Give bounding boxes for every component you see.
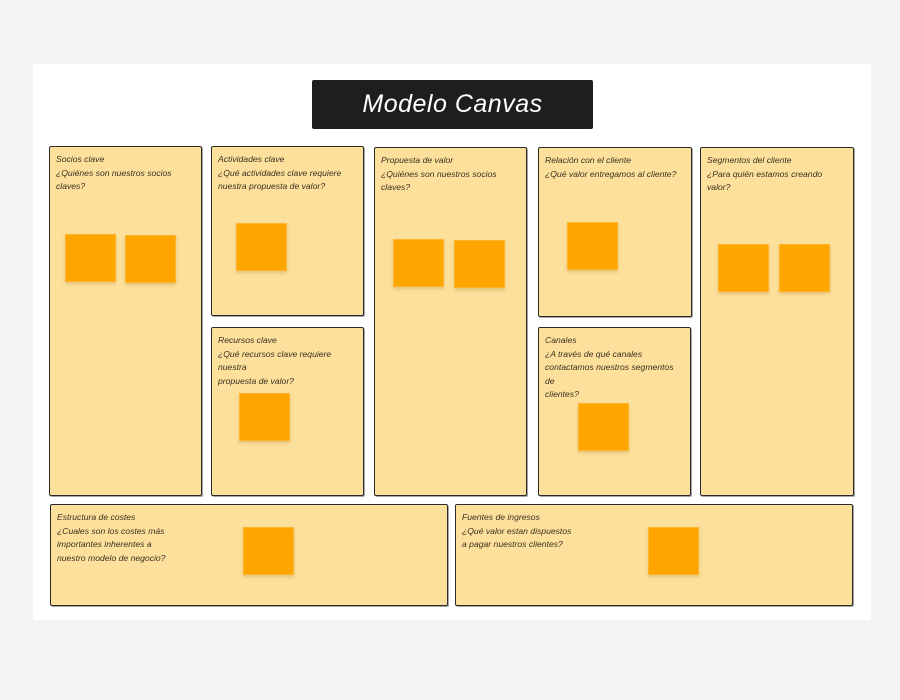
panel-question: ¿Qué actividades clave requiere nuestra … (218, 167, 342, 192)
panel-title: Fuentes de ingresos (462, 512, 540, 522)
panel-question: ¿Cuales son los costes más importantes i… (57, 525, 166, 563)
sticky-note-costes-1[interactable] (243, 527, 294, 575)
panel-question: ¿Quiénes son nuestros socios claves? (381, 168, 497, 193)
sticky-note-relacion-1[interactable] (567, 222, 618, 270)
sticky-note-canales-1[interactable] (578, 403, 629, 451)
sticky-note-propuesta-2[interactable] (454, 240, 505, 288)
sticky-note-ingresos-1[interactable] (648, 527, 699, 575)
panel-question: ¿Qué valor estan dispuestos a pagar nues… (462, 525, 572, 550)
panel-question: ¿Qué recursos clave requiere nuestra pro… (218, 348, 332, 386)
panel-propuesta-de-valor[interactable]: Propuesta de valor ¿Quiénes son nuestros… (374, 147, 527, 496)
sticky-note-socios-1[interactable] (65, 234, 116, 282)
panel-socios-clave[interactable]: Socios clave ¿Quiénes son nuestros socio… (49, 146, 202, 496)
panel-title: Socios clave (56, 154, 105, 164)
canvas-title-box[interactable]: Modelo Canvas (312, 80, 593, 129)
canvas-title: Modelo Canvas (362, 90, 543, 118)
sticky-note-recursos-1[interactable] (239, 393, 290, 441)
sticky-note-segmentos-2[interactable] (779, 244, 830, 292)
panel-question: ¿Quiénes son nuestros socios claves? (56, 167, 172, 192)
panel-title: Relación con el cliente (545, 155, 631, 165)
panel-title: Actividades clave (218, 154, 285, 164)
panel-title: Recursos clave (218, 335, 277, 345)
panel-title: Propuesta de valor (381, 155, 454, 165)
sticky-note-socios-2[interactable] (125, 235, 176, 283)
panel-segmentos-cliente[interactable]: Segmentos del cliente ¿Para quién estamo… (700, 147, 854, 496)
panel-title: Canales (545, 335, 577, 345)
sticky-note-segmentos-1[interactable] (718, 244, 769, 292)
sticky-note-actividades-1[interactable] (236, 223, 287, 271)
sticky-note-propuesta-1[interactable] (393, 239, 444, 287)
panel-question: ¿A través de qué canales contactamos nue… (545, 348, 674, 400)
panel-title: Estructura de costes (57, 512, 136, 522)
panel-actividades-clave[interactable]: Actividades clave ¿Qué actividades clave… (211, 146, 364, 316)
panel-question: ¿Para quién estamos creando valor? (707, 168, 823, 193)
panel-title: Segmentos del cliente (707, 155, 792, 165)
panel-question: ¿Qué valor entregamos al cliente? (545, 168, 677, 179)
